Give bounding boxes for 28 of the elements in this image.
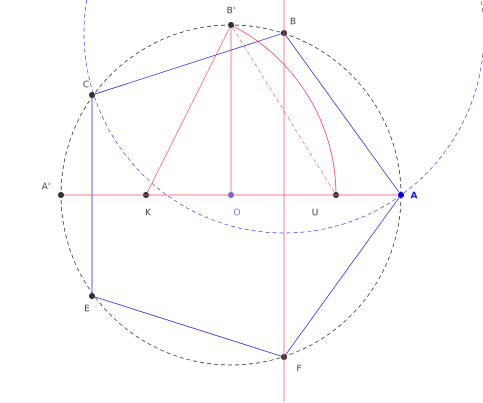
point-label: F — [297, 364, 302, 372]
line-segment — [232, 27, 335, 193]
line-segment — [94, 34, 282, 94]
point-label: B — [290, 18, 296, 24]
line-segment — [286, 197, 400, 355]
point — [58, 192, 64, 198]
point-label: O — [234, 208, 240, 216]
point — [228, 192, 234, 198]
point — [281, 30, 287, 36]
point — [228, 22, 234, 28]
point — [89, 92, 95, 98]
point-label: A — [410, 192, 418, 198]
point-label: C — [83, 80, 89, 88]
point-label: B' — [228, 6, 234, 14]
point-label: E — [85, 304, 90, 312]
line-segment — [64, 194, 398, 196]
line-segment — [230, 28, 232, 192]
point — [89, 293, 95, 299]
point-label: A' — [42, 182, 50, 190]
point-label: K — [146, 208, 152, 216]
line-segment — [147, 28, 230, 192]
line-segment — [286, 35, 400, 193]
line-segment — [94, 296, 282, 356]
point — [333, 192, 339, 198]
point-label: U — [312, 208, 318, 216]
point — [398, 192, 404, 198]
point — [143, 192, 149, 198]
point — [281, 354, 287, 360]
